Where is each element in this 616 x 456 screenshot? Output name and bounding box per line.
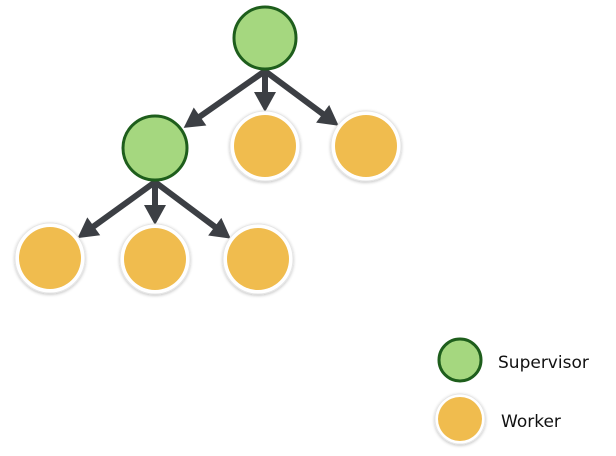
arrowhead-icon xyxy=(254,92,276,112)
worker-circle xyxy=(335,115,397,177)
nodes-layer xyxy=(14,5,402,295)
edge-line xyxy=(152,179,218,230)
arrowhead-icon xyxy=(208,217,231,239)
arrowhead-icon xyxy=(316,104,339,126)
edge-sup-1-to-worker-4 xyxy=(144,179,166,225)
worker-node-worker-5 xyxy=(222,223,294,295)
worker-circle xyxy=(124,228,186,290)
edge-root-to-sup-1 xyxy=(183,68,268,128)
legend-supervisor-swatch xyxy=(437,337,483,383)
legend: Supervisor Worker xyxy=(434,337,589,445)
worker-circle xyxy=(19,227,81,289)
edge-sup-1-to-worker-3 xyxy=(77,179,158,239)
legend-item-supervisor: Supervisor xyxy=(437,337,589,383)
legend-worker-label: Worker xyxy=(501,412,561,432)
edge-sup-1-to-worker-5 xyxy=(152,179,231,239)
worker-node-worker-2 xyxy=(330,110,402,182)
worker-circle xyxy=(234,115,296,177)
worker-circle xyxy=(227,228,289,290)
edge-line xyxy=(262,68,326,117)
arrowhead-icon xyxy=(144,205,166,225)
supervisor-circle xyxy=(232,5,298,71)
edge-root-to-worker-2 xyxy=(262,68,339,126)
legend-worker-swatch xyxy=(438,397,482,441)
supervisor-node-root xyxy=(232,5,298,71)
arrowhead-icon xyxy=(77,217,101,239)
worker-node-worker-4 xyxy=(119,223,191,295)
edges-layer xyxy=(77,68,339,239)
supervisor-node-sup-1 xyxy=(121,114,189,182)
supervisor-circle xyxy=(121,114,189,182)
edge-line xyxy=(90,179,158,230)
edge-line xyxy=(197,68,268,120)
worker-node-worker-1 xyxy=(229,110,301,182)
legend-supervisor-label: Supervisor xyxy=(498,353,589,373)
arrowhead-icon xyxy=(183,107,207,128)
legend-item-worker: Worker xyxy=(434,393,561,445)
worker-node-worker-3 xyxy=(14,222,86,294)
